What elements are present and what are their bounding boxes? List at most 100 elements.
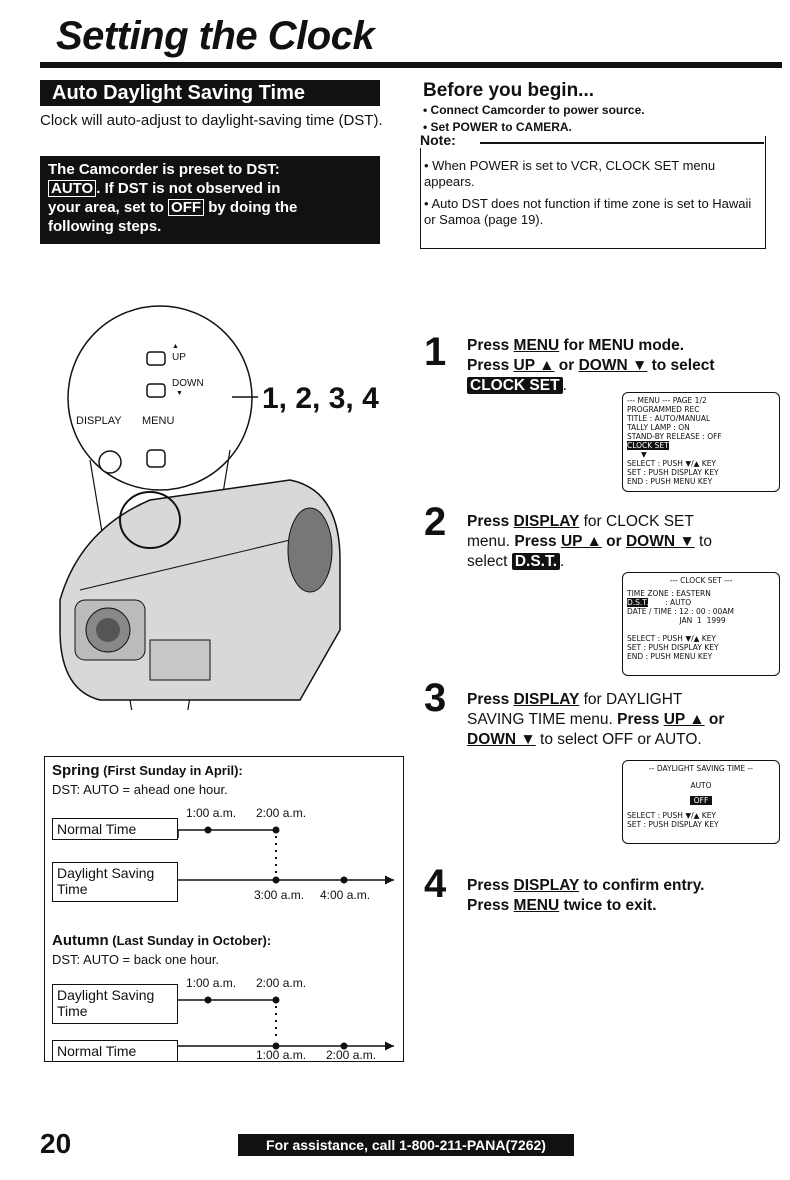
t: for MENU mode.	[559, 337, 685, 354]
menu-label: MENU	[142, 415, 175, 427]
display-key: DISPLAY	[513, 877, 580, 894]
t: Press	[467, 691, 514, 708]
osd-row: TALLY LAMP : ON	[627, 423, 690, 432]
display-key: DISPLAY	[513, 691, 580, 708]
down-label: DOWN	[172, 378, 204, 389]
osd-row: PROGRAMMED REC	[627, 405, 700, 414]
time-label: 3:00 a.m.	[254, 888, 305, 902]
preset-line3: your area, set to OFF by doing the	[48, 198, 372, 217]
down-key: DOWN ▼	[578, 357, 648, 374]
t: Press	[617, 711, 664, 728]
osd-row: DATE / TIME : 12 : 00 : 00AM	[627, 607, 734, 616]
osd-foot: SET : PUSH DISPLAY KEY	[627, 468, 719, 477]
osd-selected: OFF	[689, 796, 713, 805]
preset-line3-b: by doing the	[204, 199, 298, 216]
osd-option: AUTO	[690, 781, 712, 790]
up-label: UP	[172, 352, 186, 363]
time-label: 2:00 a.m.	[326, 1048, 377, 1062]
auto-tag: AUTO	[48, 180, 97, 197]
step-number: 3	[424, 676, 447, 720]
t: menu.	[467, 533, 515, 550]
osd-foot: SELECT : PUSH ▼/▲ KEY	[627, 811, 717, 820]
t: Press	[467, 357, 514, 374]
step-text: Press DISPLAY for DAYLIGHT SAVING TIME m…	[467, 690, 779, 750]
osd-foot: SET : PUSH DISPLAY KEY	[627, 820, 719, 829]
preset-box: The Camcorder is preset to DST: AUTO. If…	[40, 156, 380, 244]
up-key: UP ▲	[663, 711, 705, 728]
note-item: • Auto DST does not function if time zon…	[424, 196, 752, 227]
up-arrow-icon: ▲	[172, 343, 179, 350]
menu-key: MENU	[513, 897, 560, 914]
camcorder-illustration	[59, 305, 341, 710]
t: to select	[647, 357, 715, 374]
down-key: DOWN ▼	[467, 731, 536, 748]
t: select	[467, 553, 512, 570]
t: SAVING TIME menu.	[467, 711, 618, 728]
t: twice to exit.	[559, 897, 657, 914]
preset-line2-rest: . If DST is not observed in	[96, 180, 281, 197]
osd-selected: D.S.T.	[627, 598, 649, 607]
autumn-desc: DST: AUTO = back one hour.	[52, 952, 220, 967]
time-label: 2:00 a.m.	[256, 806, 307, 820]
osd-dst-screen: -- DAYLIGHT SAVING TIME -- AUTO OFF SELE…	[622, 760, 780, 844]
t: Press	[467, 897, 514, 914]
before-item: • Set POWER to CAMERA.	[423, 120, 572, 134]
down-key: DOWN ▼	[625, 533, 695, 550]
step-text: Press DISPLAY for CLOCK SET menu. Press …	[467, 512, 777, 572]
down-arrow-icon: ▼	[176, 390, 183, 397]
t: or	[554, 357, 579, 374]
display-label: DISPLAY	[76, 415, 122, 427]
t: to confirm entry.	[579, 877, 705, 894]
clock-set-tag: CLOCK SET	[467, 377, 563, 394]
t: Press	[467, 513, 514, 530]
note-label: Note:	[420, 132, 462, 148]
osd-head: --- CLOCK SET ---	[669, 576, 733, 585]
t: Daylight Saving	[57, 987, 155, 1003]
assistance-banner: For assistance, call 1-800-211-PANA(7262…	[238, 1134, 574, 1156]
time-label: 2:00 a.m.	[256, 976, 307, 990]
spring-desc: DST: AUTO = ahead one hour.	[52, 782, 228, 797]
step-text: Press DISPLAY to confirm entry. Press ME…	[467, 876, 777, 916]
preset-line4: following steps.	[48, 218, 162, 235]
step-text: Press MENU for MENU mode. Press UP ▲ or …	[467, 336, 777, 396]
t: to select OFF or AUTO.	[535, 731, 702, 748]
osd-foot: END : PUSH MENU KEY	[627, 477, 713, 486]
osd-head: -- DAYLIGHT SAVING TIME --	[649, 764, 753, 773]
spring-heading: Spring (First Sunday in April):	[52, 762, 243, 779]
step-number: 4	[424, 862, 447, 906]
preset-line2: AUTO. If DST is not observed in	[48, 179, 372, 198]
osd-sel-val: : AUTO	[665, 598, 692, 607]
osd-foot: SELECT : PUSH ▼/▲ KEY	[627, 634, 717, 643]
osd-menu-screen: --- MENU --- PAGE 1/2 PROGRAMMED REC TIT…	[622, 392, 780, 492]
step-number: 1	[424, 330, 447, 374]
t: for CLOCK SET	[579, 513, 694, 530]
t: or	[601, 533, 626, 550]
section-heading: Auto Daylight Saving Time	[40, 80, 380, 106]
note-box	[420, 136, 766, 249]
preset-line1: The Camcorder is preset to DST:	[48, 161, 280, 178]
t: or	[704, 711, 725, 728]
section-intro: Clock will auto-adjust to daylight-savin…	[40, 112, 383, 129]
t: Autumn	[52, 932, 109, 949]
osd-head: --- MENU --- PAGE 1/2	[627, 396, 707, 405]
t: .	[562, 377, 567, 394]
t: Time	[57, 1003, 88, 1019]
normal-time-label: Normal Time	[52, 818, 178, 840]
t: Press	[467, 877, 514, 894]
osd-selected: CLOCK SET	[627, 441, 669, 450]
t: (First Sunday in April):	[99, 763, 243, 778]
time-label: 1:00 a.m.	[186, 976, 237, 990]
up-key: UP ▲	[560, 533, 602, 550]
menu-key: MENU	[513, 337, 560, 354]
up-key: UP ▲	[513, 357, 555, 374]
dst-tag: D.S.T.	[511, 553, 561, 570]
timeline-lines	[177, 826, 394, 1051]
osd-arrow-icon: ▼	[641, 450, 647, 459]
t: .	[560, 553, 565, 570]
time-label: 1:00 a.m.	[186, 806, 237, 820]
before-item: • Connect Camcorder to power source.	[423, 103, 645, 117]
osd-row: JAN 1 1999	[627, 616, 726, 625]
note-topline	[480, 142, 764, 144]
